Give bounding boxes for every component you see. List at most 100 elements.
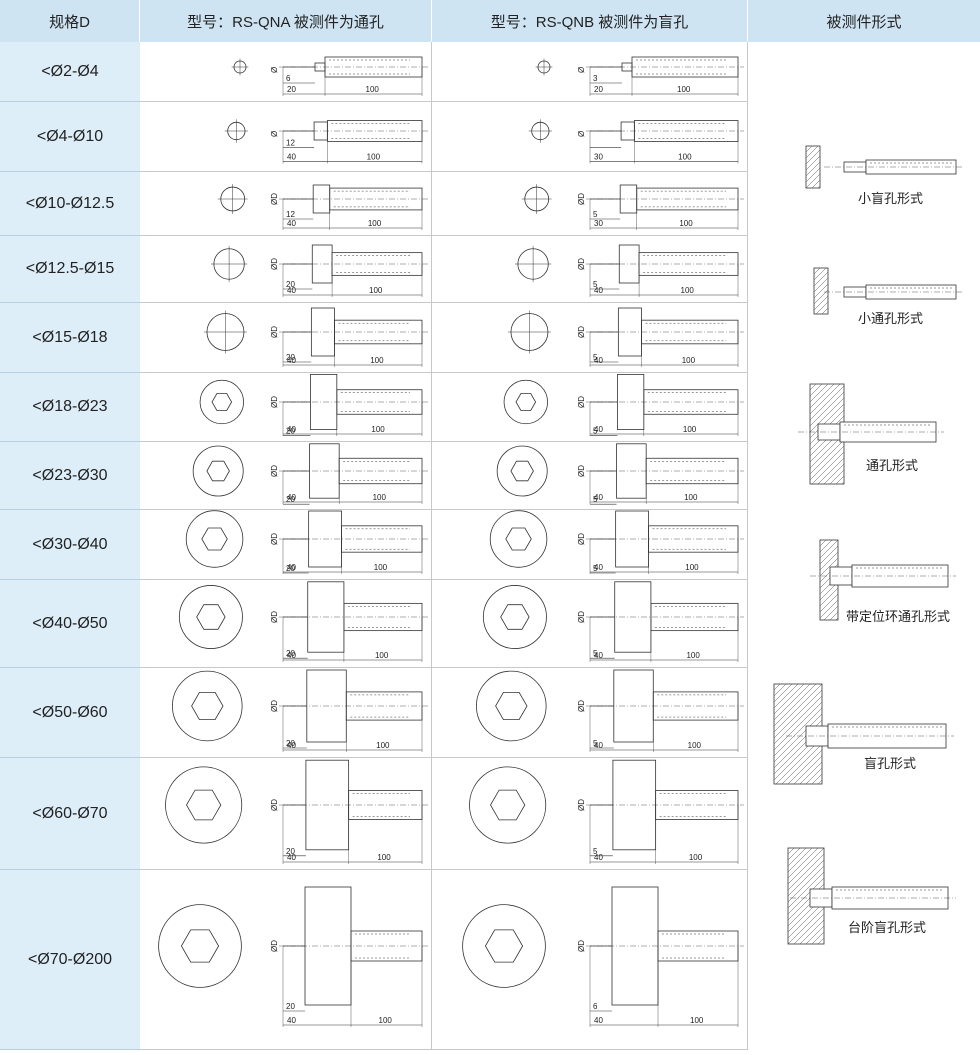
dim-length-label: 100 <box>366 85 380 94</box>
dim-small-label: 3 <box>593 74 598 83</box>
dim-small-label: 6 <box>593 1002 598 1011</box>
hatch <box>773 683 787 697</box>
hatch <box>773 683 823 733</box>
dim-mid-label: 40 <box>594 853 603 862</box>
dim-length-label: 100 <box>373 493 387 502</box>
hatch <box>787 749 823 785</box>
spec-cell: <Ø23-Ø30 <box>0 442 140 510</box>
form-label-step-blind: 台阶盲孔形式 <box>848 920 927 935</box>
dim-length-label: 100 <box>376 741 390 750</box>
hatch <box>809 391 845 427</box>
dim-length-label: 100 <box>688 741 702 750</box>
dim-length-label: 100 <box>377 853 391 862</box>
dia-label: ØD <box>577 533 586 545</box>
dim-length-label: 100 <box>683 425 697 434</box>
hatch <box>823 605 839 621</box>
dim-length-label: 100 <box>689 853 703 862</box>
hatch <box>841 481 845 485</box>
section-view <box>165 766 243 844</box>
dim-small-label: 20 <box>286 1002 295 1011</box>
hatch <box>787 847 795 855</box>
dim-small-label: 5 <box>593 564 598 573</box>
spec-cell: <Ø40-Ø50 <box>0 580 140 668</box>
dia-label: ØD <box>270 326 279 338</box>
hatch <box>809 383 823 397</box>
hex-socket <box>206 460 230 482</box>
spec-cell: <Ø60-Ø70 <box>0 758 140 870</box>
hatch <box>829 611 839 621</box>
hatch <box>773 695 823 745</box>
dim-length-label: 100 <box>682 356 696 365</box>
hatch <box>815 301 829 315</box>
hatch <box>773 683 799 709</box>
hatch <box>773 683 811 721</box>
header-qnb: 型号：RS-QNB 被测件为盲孔 <box>432 0 748 42</box>
hatch <box>773 713 823 763</box>
hatch <box>819 557 839 577</box>
spec-cell: <Ø12.5-Ø15 <box>0 236 140 303</box>
dia-label: ØD <box>270 611 279 623</box>
hatch <box>813 283 829 299</box>
hatch <box>781 743 823 785</box>
hatch <box>787 853 825 891</box>
section-view <box>192 445 244 497</box>
dim-mid-label: 40 <box>594 425 603 434</box>
hatch <box>773 683 817 727</box>
dim-small-label: 12 <box>286 138 295 147</box>
dia-label: ØD <box>577 258 586 270</box>
dim-mid-label: 40 <box>594 356 603 365</box>
hatch <box>813 295 829 311</box>
hatch <box>813 277 829 293</box>
dim-length-label: 100 <box>685 563 699 572</box>
dia-label: ØD <box>577 326 586 338</box>
hatch <box>819 539 839 559</box>
hatch <box>811 773 823 785</box>
section-view <box>489 510 548 568</box>
hatch <box>809 385 845 421</box>
hatch <box>819 545 839 565</box>
hatch <box>813 267 827 281</box>
dim-mid-label: 20 <box>594 85 603 94</box>
small-blind-probe <box>824 159 964 175</box>
section-view <box>496 445 548 497</box>
hex-socket <box>211 393 233 411</box>
dim-mid-label: 40 <box>287 152 296 161</box>
dia-label: ØD <box>270 465 279 477</box>
form-label-locating-ring: 带定位环通孔形式 <box>846 609 951 624</box>
hatch <box>805 167 821 183</box>
form-label-small-blind: 小盲孔形式 <box>858 191 924 206</box>
dim-small-label: 20 <box>286 495 295 504</box>
hatch <box>809 403 845 439</box>
hatch <box>805 767 823 785</box>
hatch <box>809 383 835 409</box>
hatch <box>773 707 823 757</box>
dia-label: ØD <box>577 700 586 712</box>
hatch <box>805 145 813 153</box>
hatch <box>819 599 839 619</box>
hex-socket <box>495 691 528 720</box>
hatch <box>805 925 825 945</box>
